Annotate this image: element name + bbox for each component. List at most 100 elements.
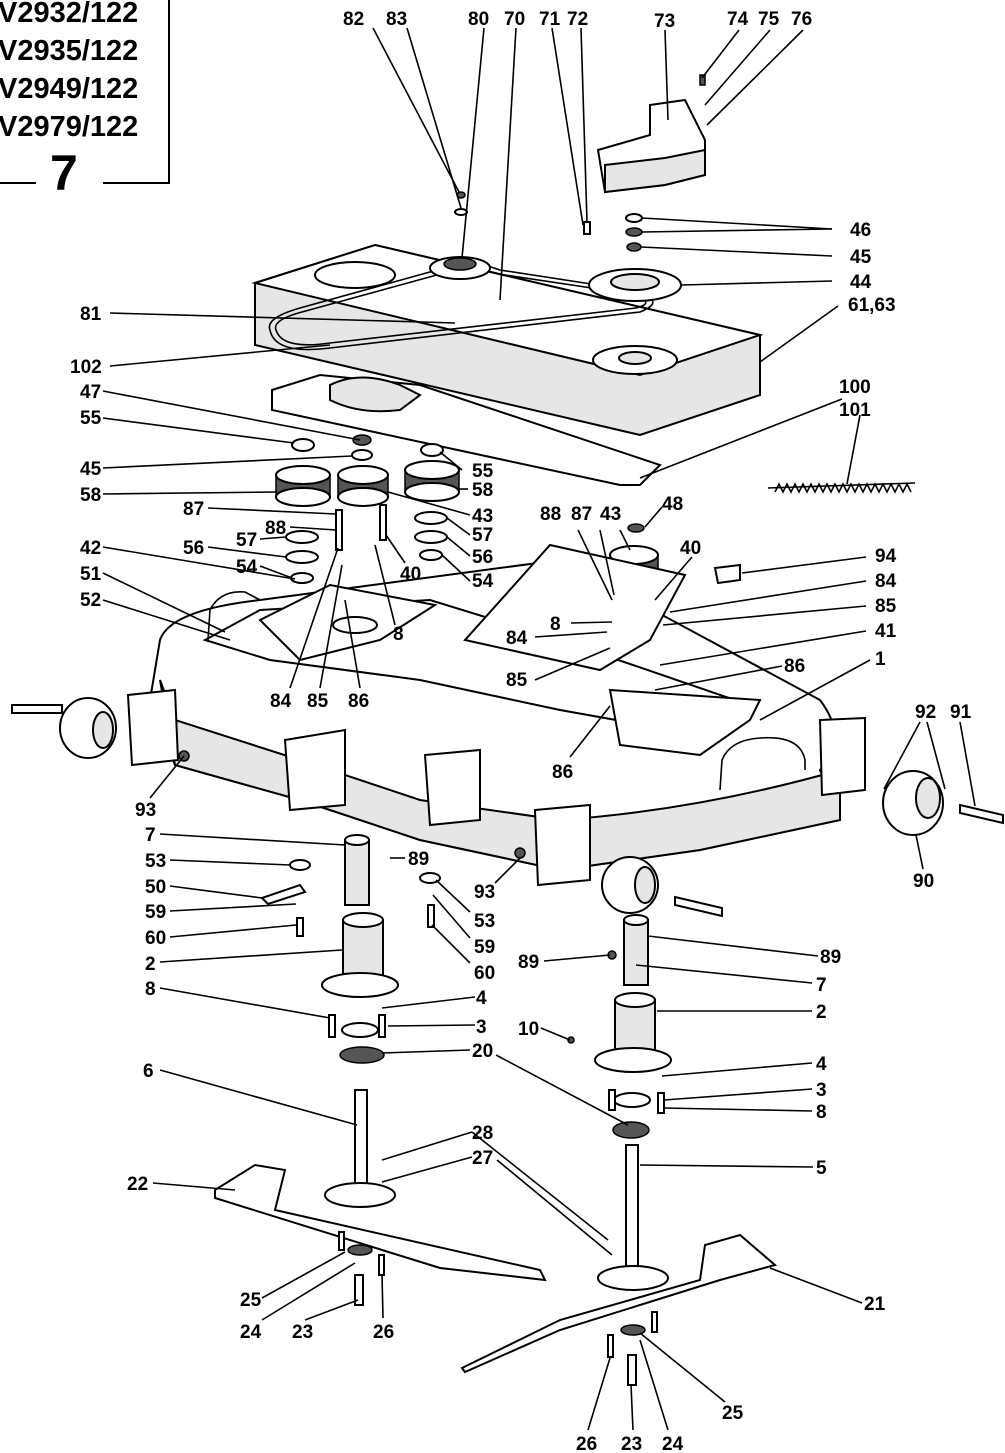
callout-7-b: 7 <box>816 975 827 996</box>
washer-82 <box>454 208 468 216</box>
model-number-1: V2932/122 <box>0 0 139 29</box>
callout-75: 75 <box>758 9 780 30</box>
callout-56-b: 56 <box>472 547 493 568</box>
callout-88-b: 88 <box>540 504 561 525</box>
callout-8: 8 <box>393 624 404 645</box>
spindle-pulley-58-left <box>275 465 331 507</box>
callout-22: 22 <box>127 1174 148 1195</box>
callout-92: 92 <box>915 702 936 723</box>
bearing-56a <box>285 550 319 564</box>
callout-88: 88 <box>265 518 286 539</box>
callout-89-c: 89 <box>518 952 539 973</box>
bolt-87-left <box>335 509 343 551</box>
callout-43-b: 43 <box>600 504 621 525</box>
nut-47 <box>352 434 372 446</box>
callout-100: 100 <box>839 377 871 398</box>
bolt-8b <box>378 1014 386 1038</box>
callout-71: 71 <box>539 9 561 30</box>
bolt-8c <box>608 1089 616 1111</box>
callout-40-b: 40 <box>680 538 701 559</box>
washer-53b <box>419 872 441 884</box>
callout-3-b: 3 <box>816 1080 827 1101</box>
callout-60-b: 60 <box>474 963 495 984</box>
callout-45: 45 <box>850 247 872 268</box>
callout-23: 23 <box>292 1322 313 1343</box>
pulley-cover <box>251 243 764 437</box>
callout-25: 25 <box>240 1290 262 1311</box>
mower-deck-housing <box>126 543 866 887</box>
bolt-8d <box>657 1092 665 1114</box>
callout-25-b: 25 <box>722 1403 744 1424</box>
callout-60: 60 <box>145 928 166 949</box>
callout-24: 24 <box>240 1322 262 1343</box>
callout-21: 21 <box>864 1294 886 1315</box>
callout-47: 47 <box>80 382 101 403</box>
callout-61-63: 61,63 <box>848 295 896 316</box>
bolt-72 <box>583 221 591 235</box>
gauge-wheel-left <box>11 697 117 759</box>
callout-43: 43 <box>472 506 493 527</box>
callout-80: 80 <box>468 9 489 30</box>
callout-labels: 82 83 80 70 71 72 73 74 75 76 46 45 44 6… <box>70 9 972 1453</box>
callout-24-b: 24 <box>662 1434 684 1453</box>
right-spindle-assembly <box>460 914 778 1386</box>
callout-3: 3 <box>476 1017 487 1038</box>
callout-83: 83 <box>386 9 407 30</box>
callout-20: 20 <box>472 1041 493 1062</box>
callout-89: 89 <box>408 849 429 870</box>
washer-46b <box>625 227 643 237</box>
callout-51: 51 <box>80 564 102 585</box>
gauge-wheel-front <box>601 856 723 918</box>
callout-90: 90 <box>913 871 934 892</box>
callout-52: 52 <box>80 590 101 611</box>
belt-guide-plate <box>271 373 662 486</box>
callout-57: 57 <box>236 530 257 551</box>
main-pulley-44 <box>588 268 682 302</box>
callout-86-c: 86 <box>552 762 573 783</box>
bearing-56b <box>414 530 448 544</box>
callout-89-b: 89 <box>820 947 841 968</box>
spacer-55b <box>420 443 444 457</box>
callout-86: 86 <box>348 691 369 712</box>
callout-46: 46 <box>850 220 871 241</box>
callout-55-b: 55 <box>472 461 494 482</box>
callout-85-c: 85 <box>506 670 528 691</box>
callout-48: 48 <box>662 494 683 515</box>
callout-84-c: 84 <box>506 628 528 649</box>
callout-53: 53 <box>145 851 166 872</box>
callout-59-b: 59 <box>474 937 495 958</box>
spindle-pulley-43-center <box>337 465 389 507</box>
model-number-4: V2979/122 <box>0 111 139 143</box>
callout-76: 76 <box>791 9 812 30</box>
callout-81: 81 <box>80 304 102 325</box>
model-title-box: V2932/122 V2935/122 V2949/122 V2979/122 … <box>0 0 170 198</box>
title-box-frame <box>0 0 170 184</box>
spindle-pulley-58-right <box>404 460 460 502</box>
callout-94: 94 <box>875 546 897 567</box>
callout-54-b: 54 <box>472 571 494 592</box>
callout-86-b: 86 <box>784 656 805 677</box>
link-50 <box>260 883 307 906</box>
gauge-wheel-right-90 <box>882 770 1004 836</box>
callout-28: 28 <box>472 1123 493 1144</box>
bolt-8a <box>328 1014 336 1038</box>
spacer-54b <box>419 549 443 561</box>
callout-91: 91 <box>950 702 972 723</box>
callout-27: 27 <box>472 1148 493 1169</box>
callout-72: 72 <box>567 9 588 30</box>
model-number-2: V2935/122 <box>0 35 139 67</box>
callout-45-b: 45 <box>80 459 102 480</box>
belt-guard-73 <box>596 98 706 194</box>
callout-58: 58 <box>80 485 101 506</box>
callout-93: 93 <box>135 800 156 821</box>
callout-84-b: 84 <box>875 571 897 592</box>
left-spindle-assembly <box>214 834 547 1306</box>
spacer-54a <box>290 572 314 584</box>
callout-40: 40 <box>400 564 421 585</box>
plate-number: 7 <box>50 145 78 201</box>
callout-57-b: 57 <box>472 525 493 546</box>
callout-87-b: 87 <box>571 504 592 525</box>
callout-8-d: 8 <box>816 1102 827 1123</box>
model-number-3: V2949/122 <box>0 73 139 105</box>
